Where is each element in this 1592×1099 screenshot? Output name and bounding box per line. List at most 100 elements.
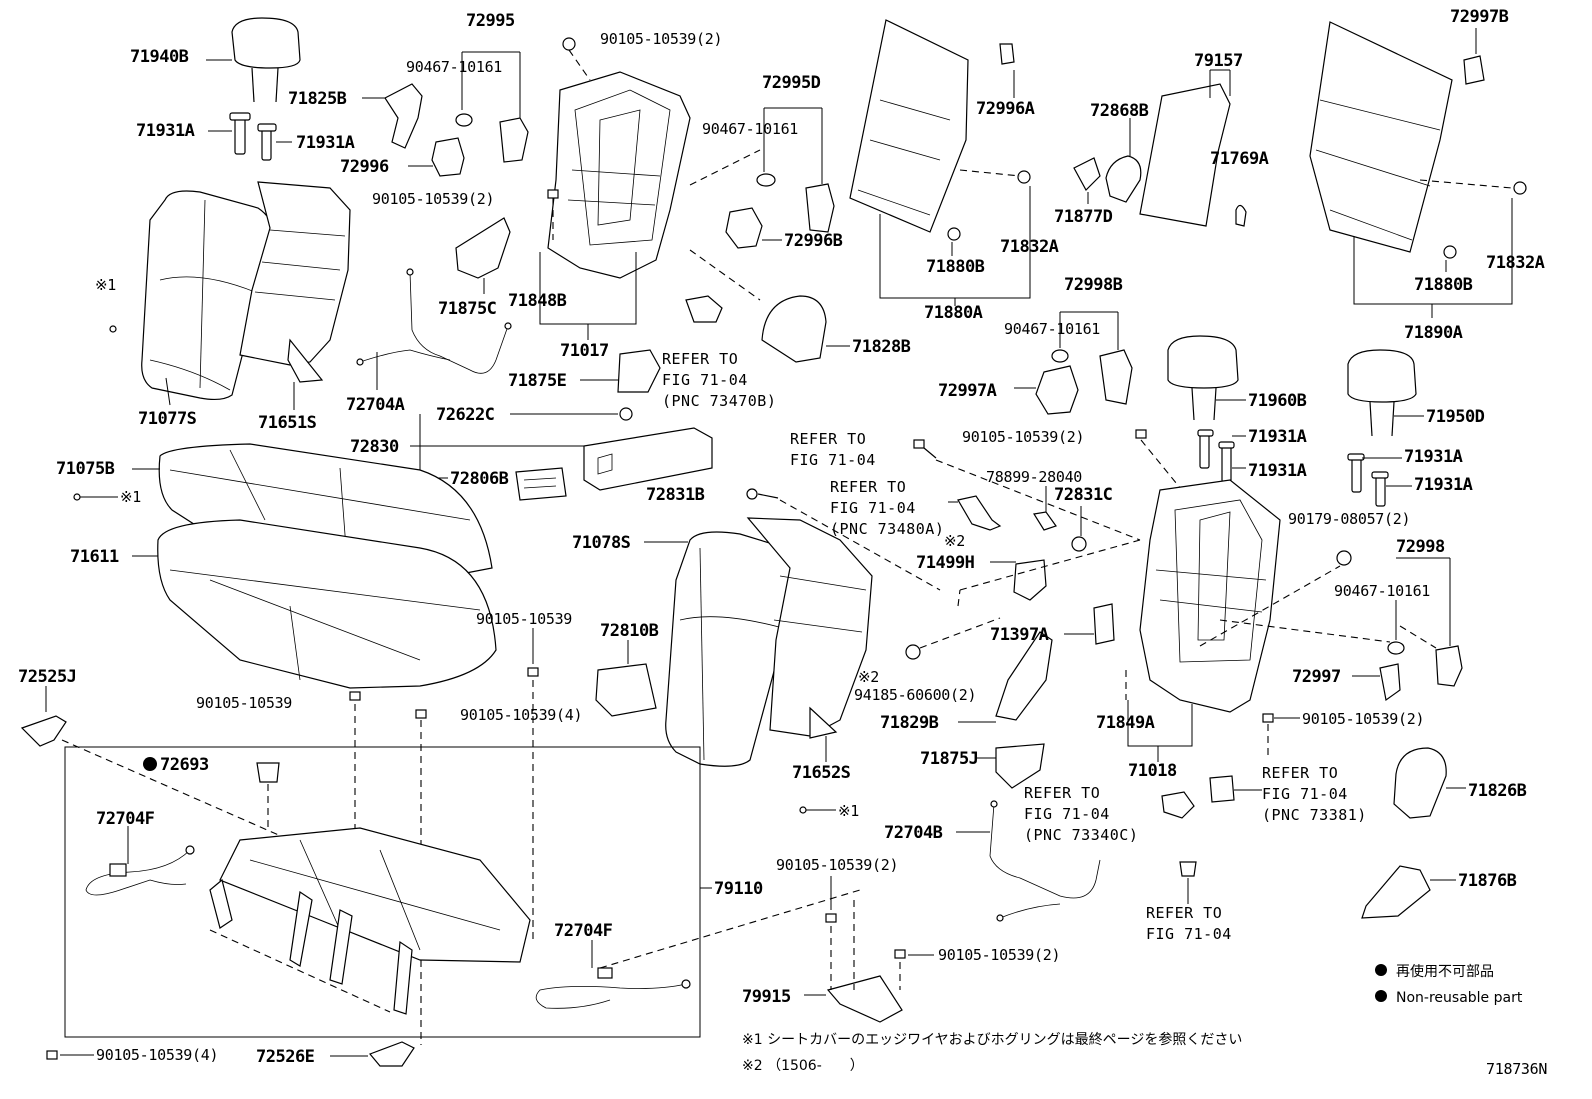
bracket-71875-clip [685,295,723,323]
note-1: ※1 シートカバーのエッジワイヤおよびホグリングは最終ページを参照ください [742,1031,1242,1048]
cover-72526e [368,1041,415,1067]
armrest-72830 [515,407,713,501]
cover-72525j [20,715,67,747]
part-label-71829b: 71829B [880,713,939,733]
part-label-71826b: 71826B [1468,781,1527,801]
part-label-72704b: 72704B [884,823,943,843]
part-label-71018: 71018 [1128,761,1177,781]
part-label-note2_a: ※2 [944,532,965,550]
part-label-72995: 72995 [466,11,515,31]
part-label-71078s: 71078S [572,533,631,553]
part-ref-73340c [1161,791,1195,819]
part-label-71931a_5: 71931A [1404,447,1463,467]
cover-72868b [1105,155,1142,203]
headrest-guide-pair-left [229,112,277,161]
hinge-cover-72996b [725,207,763,249]
nut-94185 [905,644,921,660]
hinge-bracket-72998 [1387,557,1463,687]
part-label-72622c: 72622C [436,405,494,425]
part-label-71890a: 71890A [1404,323,1463,343]
part-label-90105_4a: 90105-10539(4) [460,706,582,724]
part-label-71611: 71611 [70,547,119,567]
part-label-71849a: 71849A [1096,713,1155,733]
trim-71875j [995,743,1045,789]
part-label-71877d: 71877D [1054,207,1113,227]
part-label-71077s: 71077S [138,409,197,429]
legend-jp: 再使用不可部品 [1396,963,1494,980]
trim-71875e [617,349,661,393]
legend-dot-jp [1375,964,1387,976]
trim-71825b [384,83,423,149]
part-label-71825b: 71825B [288,89,347,109]
part-label-71931a_6: 71931A [1414,475,1473,495]
cable-72704f-right [535,967,691,1009]
cap-refer [1179,861,1197,877]
part-label-72995d: 72995D [762,73,821,93]
trim-71876b [1361,865,1431,919]
part-label-71880a: 71880A [924,303,983,323]
pad-71828b [761,295,827,363]
part-label-71931a_2: 71931A [296,133,355,153]
part-label-71769a: 71769A [1210,149,1269,169]
part-label-72831b: 72831B [646,485,705,505]
headrest-71950d [1347,349,1417,437]
part-ref-73381 [1209,775,1235,803]
part-label-71950d: 71950D [1426,407,1485,427]
part-label-72997b: 72997B [1450,7,1509,27]
part-label-79157: 79157 [1194,51,1243,71]
part-label-72830: 72830 [350,437,399,457]
part-label-72704f_1: 72704F [96,809,155,829]
part-label-71017: 71017 [560,341,609,361]
part-label-78899: 78899-28040 [986,468,1082,486]
part-label-71828b: 71828B [852,337,911,357]
part-label-71651s: 71651S [258,413,317,433]
bolt-90105-mid [527,628,539,940]
part-label-72525j: 72525J [18,667,76,687]
figure-id: 718736N [1486,1060,1547,1078]
seatback-pad-71651s [239,181,351,383]
latch-71499h [1013,559,1047,601]
panel-79157 [1139,69,1247,227]
hinge-bracket-72995 [455,51,529,163]
part-label-note1_b: ※1 [120,488,141,506]
clip-71877d [1073,157,1101,191]
part-label-71499h: 71499H [916,553,975,573]
hinge-cover-72996 [431,137,465,177]
trim-71875c [455,217,511,279]
hinge-bracket-72995d [689,107,835,233]
headrest-71940b [231,17,301,103]
part-label-90179: 90179-08057(2) [1288,510,1410,528]
headrest-guide-pair-right [1197,429,1389,507]
part-label-72998: 72998 [1396,537,1445,557]
part-label-72693: 72693 [160,755,209,775]
part-label-71940b: 71940B [130,47,189,67]
part-label-90105_c3: 90105-10539(2) [938,946,1060,964]
seatback-board-71890a [1309,21,1527,259]
part-label-71880b_2: 71880B [1414,275,1473,295]
part-label-90105_mid: 90105-10539 [476,610,572,628]
part-label-71848b: 71848B [508,291,567,311]
bolt-90105-left [349,691,361,840]
part-label-71075b: 71075B [56,459,115,479]
part-label-90467_d: 90467-10161 [1334,582,1430,600]
part-labels: 71940B 72995 90105-10539(2) 90467-10161 7182… [18,7,1545,1067]
cable-72704b [989,800,1101,922]
part-label-72526e: 72526E [256,1047,315,1067]
note-2: ※2 （1506- ） [742,1058,864,1074]
part-label-72997a: 72997A [938,381,997,401]
part-label-72868b: 72868B [1090,101,1149,121]
hinge-cover-72997a [1035,365,1079,415]
frame-box-79110 [64,746,701,1038]
part-label-72810b: 72810B [600,621,659,641]
part-label-79915: 79915 [742,987,791,1007]
headrest-71960b [1167,335,1239,421]
part-label-90105_top: 90105-10539(2) [600,30,722,48]
part-label-90467_b: 90467-10161 [702,120,798,138]
part-label-71652s: 71652S [792,763,851,783]
part-label-72996: 72996 [340,157,389,177]
part-label-72806b: 72806B [450,469,509,489]
